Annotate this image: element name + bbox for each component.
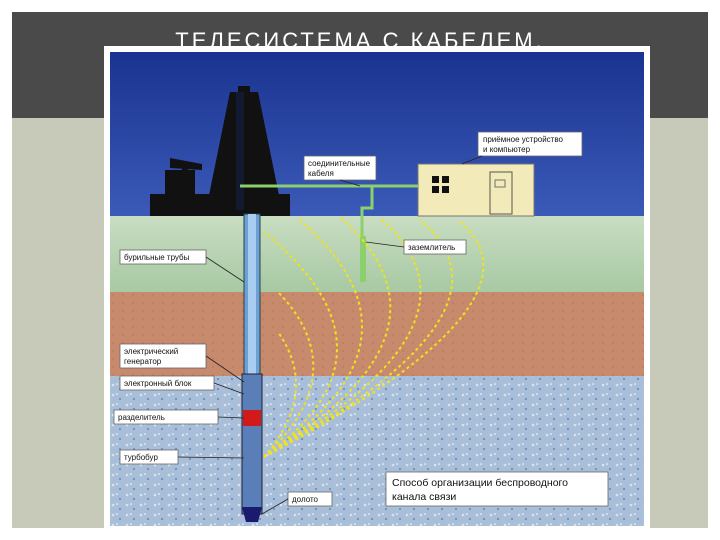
caption-line1: Способ организации беспроводного — [392, 477, 568, 489]
drill-string — [242, 214, 262, 522]
drill-pipes-label: бурильные трубы — [124, 253, 190, 262]
separator-block — [243, 410, 261, 426]
cables-label-line1: соединительные — [308, 159, 371, 168]
diagram-figure: приёмное устройство и компьютер соединит… — [104, 46, 650, 532]
turbodrill-label: турбобур — [124, 453, 158, 462]
electronic-block-label: электронный блок — [124, 379, 192, 388]
cables-label-line2: кабеля — [308, 169, 334, 178]
separator-label: разделитель — [118, 413, 165, 422]
caption-line2: канала связи — [392, 491, 456, 503]
receiver-label-line2: и компьютер — [483, 145, 531, 154]
ground-label: заземлитель — [408, 243, 455, 252]
bit-label: долото — [292, 495, 319, 504]
generator-label-line2: генератор — [124, 357, 162, 366]
generator-label-line1: электрический — [124, 347, 178, 356]
house-icon — [418, 164, 534, 216]
caption-box: Способ организации беспроводного канала … — [386, 472, 608, 506]
receiver-label-line1: приёмное устройство — [483, 135, 564, 144]
grounding-electrode — [360, 236, 366, 282]
telemetry-diagram: приёмное устройство и компьютер соединит… — [110, 52, 644, 526]
